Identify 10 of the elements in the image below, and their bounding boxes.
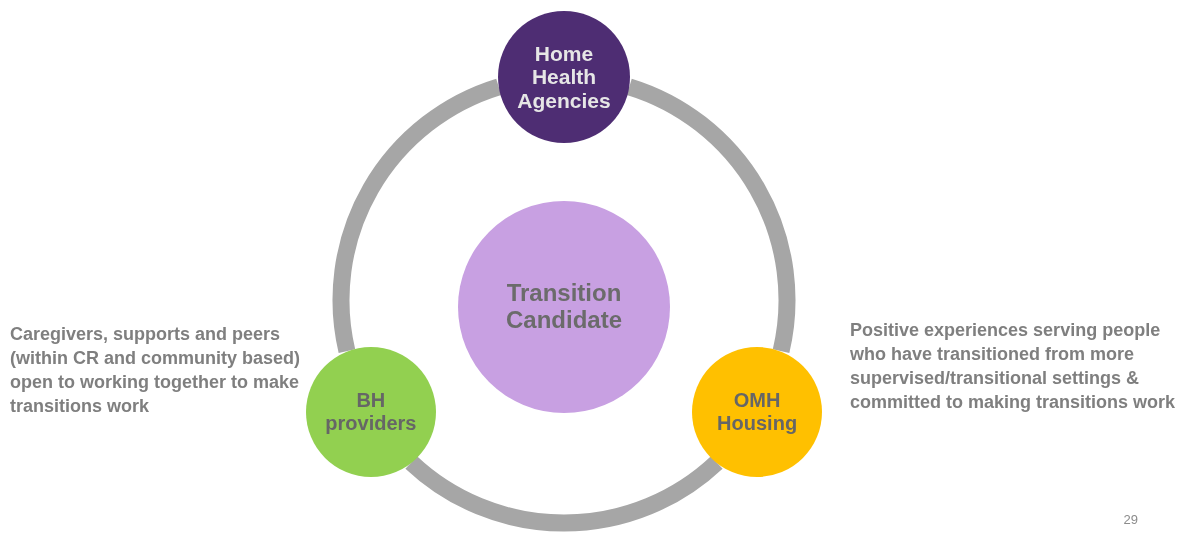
ring-arc (626, 78, 796, 353)
ring-arc (405, 455, 723, 532)
page-number: 29 (1123, 512, 1138, 527)
node-label: Transition Candidate (505, 280, 623, 334)
side-note: Positive experiences serving people who have transitioned from more supervised/transitional settings & committed to making transitions work (850, 319, 1177, 414)
node-label: Home Health Agencies (516, 41, 612, 113)
node-label: BH providers (324, 389, 418, 434)
node-label: OMH Housing (716, 389, 799, 434)
ring-arc (332, 78, 502, 353)
side-note: Caregivers, supports and peers (within CR and community based) open to working together to make transitions work (10, 323, 300, 418)
